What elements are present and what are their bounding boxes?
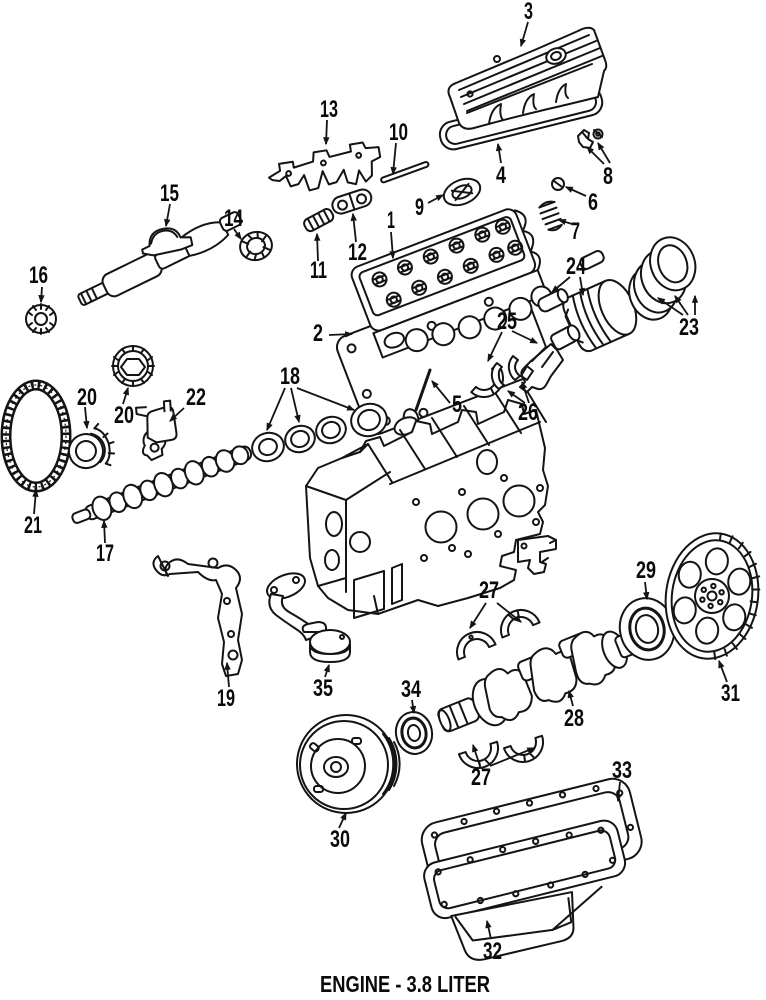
svg-text:5: 5 bbox=[452, 391, 462, 418]
svg-text:18: 18 bbox=[280, 363, 300, 390]
svg-text:23: 23 bbox=[679, 314, 699, 341]
svg-text:25: 25 bbox=[497, 308, 517, 335]
svg-text:ENGINE - 3.8 LITER: ENGINE - 3.8 LITER bbox=[320, 971, 490, 997]
svg-text:1: 1 bbox=[387, 207, 395, 234]
svg-text:12: 12 bbox=[348, 239, 367, 266]
svg-text:24: 24 bbox=[566, 253, 586, 280]
svg-text:8: 8 bbox=[603, 163, 613, 190]
svg-text:14: 14 bbox=[224, 205, 243, 232]
svg-text:31: 31 bbox=[721, 680, 740, 707]
svg-text:26: 26 bbox=[518, 399, 538, 426]
svg-text:9: 9 bbox=[415, 194, 424, 221]
svg-text:17: 17 bbox=[96, 540, 114, 567]
svg-text:13: 13 bbox=[320, 96, 338, 123]
svg-text:20: 20 bbox=[114, 402, 134, 429]
svg-text:27: 27 bbox=[471, 764, 491, 791]
svg-text:15: 15 bbox=[160, 180, 179, 207]
svg-text:29: 29 bbox=[636, 557, 656, 584]
svg-text:11: 11 bbox=[310, 257, 327, 284]
svg-text:2: 2 bbox=[313, 320, 323, 347]
svg-text:27: 27 bbox=[479, 577, 499, 604]
svg-text:19: 19 bbox=[217, 685, 235, 712]
svg-text:10: 10 bbox=[389, 119, 408, 146]
svg-text:4: 4 bbox=[496, 162, 506, 189]
svg-text:35: 35 bbox=[313, 675, 333, 702]
svg-text:22: 22 bbox=[186, 384, 206, 411]
svg-text:28: 28 bbox=[564, 705, 584, 732]
svg-text:16: 16 bbox=[29, 262, 48, 289]
svg-text:7: 7 bbox=[571, 218, 580, 245]
svg-text:3: 3 bbox=[524, 0, 533, 25]
svg-text:33: 33 bbox=[612, 757, 632, 784]
svg-text:32: 32 bbox=[483, 938, 502, 965]
svg-text:21: 21 bbox=[24, 512, 42, 539]
svg-text:34: 34 bbox=[401, 676, 421, 703]
svg-text:20: 20 bbox=[77, 384, 97, 411]
svg-text:6: 6 bbox=[588, 189, 598, 216]
svg-text:30: 30 bbox=[330, 826, 350, 853]
